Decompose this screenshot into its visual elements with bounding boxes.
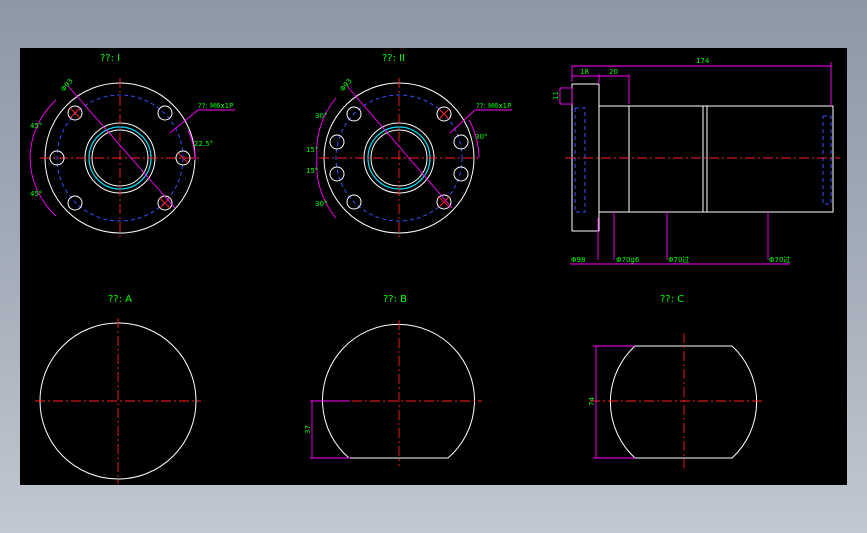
step-width-label: 20 bbox=[609, 68, 618, 76]
bolt-hole bbox=[49, 150, 65, 166]
angle-arc-bottom bbox=[29, 157, 57, 217]
bolt-hole bbox=[453, 134, 469, 150]
bolt-hole bbox=[329, 134, 345, 150]
bolt-hole bbox=[67, 105, 83, 121]
bolt-hole bbox=[67, 195, 83, 211]
bolt-hole-marks bbox=[69, 107, 189, 209]
height-label: 74 bbox=[588, 397, 596, 406]
view-c-title: ??: C bbox=[660, 294, 684, 305]
shaft-section-3 bbox=[706, 105, 834, 213]
cad-canvas[interactable]: ??: I Φ93 ??: M6x1P 45° 45° 22.5° ??: II bbox=[20, 48, 847, 485]
flange-width-label: 18 bbox=[580, 68, 589, 76]
side-view: 174 18 20 11 Φ98 Φ70g6 Φ70过 Φ70过 bbox=[552, 57, 840, 265]
diameter-label: Φ70g6 bbox=[616, 256, 640, 264]
bolt-hole bbox=[346, 194, 362, 210]
view-1-title: ??: I bbox=[100, 53, 120, 64]
view-1: ??: I Φ93 ??: M6x1P 45° 45° 22.5° bbox=[29, 53, 235, 238]
angle-label: 15° bbox=[306, 167, 318, 175]
angle-label: 22.5° bbox=[194, 140, 213, 148]
angle-label: 45° bbox=[30, 190, 42, 198]
bolt-circle bbox=[335, 94, 463, 222]
angle-label: 45° bbox=[30, 122, 42, 130]
bolt-hole bbox=[329, 166, 345, 182]
bolt-hole bbox=[346, 106, 362, 122]
thread-label: ??: M6x1P bbox=[198, 102, 233, 110]
view-2: ??: II Φ93 ??: M6x1P 30° 15° 15° 30° 30 bbox=[306, 53, 512, 238]
flange-hidden-bore bbox=[574, 107, 586, 213]
angle-arc-top bbox=[29, 99, 57, 159]
view-b-title: ??: B bbox=[383, 294, 407, 305]
diameter-leader bbox=[346, 85, 453, 209]
bolt-hole bbox=[436, 194, 452, 210]
section-a-circle bbox=[39, 322, 197, 480]
diameter-label: Φ70过 bbox=[769, 255, 790, 264]
diameter-label: Φ98 bbox=[571, 256, 585, 264]
height-label: 37 bbox=[304, 425, 312, 434]
view-b: ??: B 37 bbox=[304, 294, 482, 466]
angle-arc-right bbox=[187, 129, 196, 161]
length-label: 174 bbox=[696, 57, 710, 65]
bolt-holes bbox=[329, 106, 469, 210]
end-hidden-hole bbox=[822, 115, 832, 205]
section-c-profile bbox=[609, 345, 758, 459]
offset-label: 11 bbox=[552, 91, 560, 100]
bolt-hole bbox=[436, 106, 452, 122]
bolt-hole-marks bbox=[438, 108, 450, 208]
bolt-hole bbox=[453, 166, 469, 182]
bolt-hole bbox=[157, 105, 173, 121]
view-a-title: ??: A bbox=[108, 294, 132, 305]
angle-label: 15° bbox=[306, 146, 318, 154]
view-c: ??: C 74 bbox=[588, 294, 765, 468]
angle-label: 30° bbox=[315, 112, 327, 120]
thread-label: ??: M6x1P bbox=[476, 102, 511, 110]
angle-label: 30° bbox=[315, 200, 327, 208]
thread-leader bbox=[169, 109, 199, 134]
angle-label: 30° bbox=[475, 133, 487, 141]
section-b-profile bbox=[322, 323, 475, 459]
angle-arc-right bbox=[468, 119, 480, 159]
angle-arc-left bbox=[316, 97, 337, 219]
bolt-holes bbox=[49, 105, 191, 211]
cad-drawing: ??: I Φ93 ??: M6x1P 45° 45° 22.5° ??: II bbox=[29, 53, 840, 484]
view-2-title: ??: II bbox=[382, 53, 405, 64]
thread-leader bbox=[449, 109, 476, 134]
shaft-section-1 bbox=[598, 105, 630, 213]
diameter-leader bbox=[67, 85, 176, 209]
diameter-label: Φ70过 bbox=[668, 255, 689, 264]
bolt-hole bbox=[175, 150, 191, 166]
shaft-section-2 bbox=[628, 105, 704, 213]
view-a: ??: A bbox=[35, 294, 201, 484]
